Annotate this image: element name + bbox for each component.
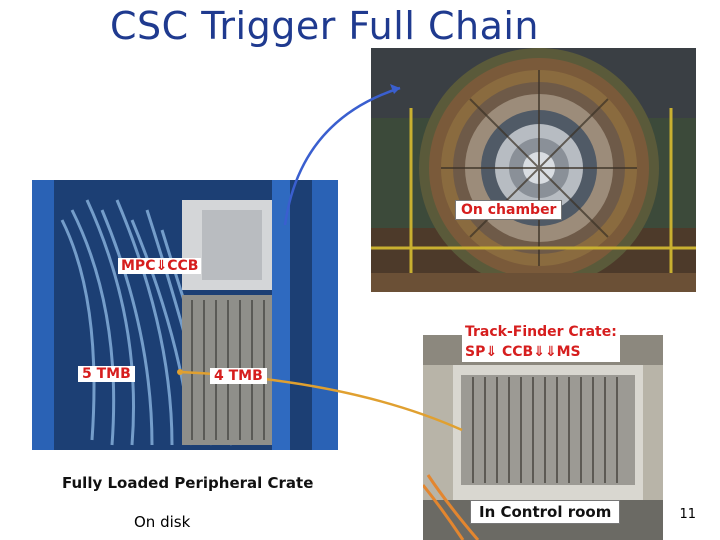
orange-connector-start <box>177 369 183 375</box>
on-disk-caption: On disk <box>134 513 191 531</box>
on-chamber-label: On chamber <box>455 200 563 220</box>
detector-illustration <box>371 48 696 292</box>
page-number: 11 <box>679 507 696 522</box>
track-finder-line2: SP⇓ CCB⇓⇓MS <box>465 344 581 360</box>
track-finder-line1: Track-Finder Crate: <box>465 324 617 340</box>
four-tmb-label: 4 TMB <box>210 368 267 384</box>
slide-title: CSC Trigger Full Chain <box>110 4 539 48</box>
blue-arrow-head <box>390 84 400 94</box>
five-tmb-label: 5 TMB <box>78 366 135 382</box>
fully-loaded-caption: Fully Loaded Peripheral Crate <box>62 474 314 492</box>
control-room-caption: In Control room <box>470 500 621 524</box>
blue-connector-arrow <box>283 86 401 226</box>
track-finder-label: Track-Finder Crate: SP⇓ CCB⇓⇓MS <box>462 322 620 362</box>
control-room-illustration <box>423 335 663 540</box>
detector-photo <box>371 48 696 292</box>
mpc-ccb-label: MPC⇓CCB <box>118 258 202 274</box>
control-room-photo <box>423 335 663 540</box>
